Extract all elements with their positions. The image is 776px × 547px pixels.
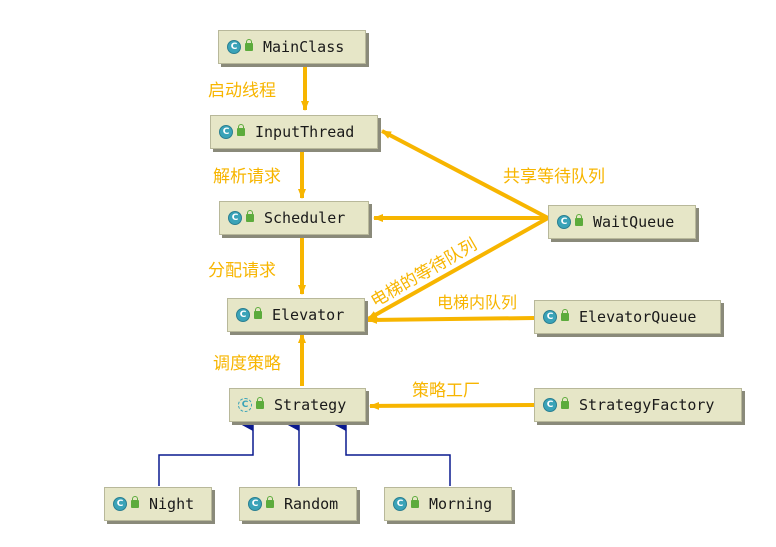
edge-label-shared-wait-queue: 共享等待队列 [503, 167, 605, 187]
edge-night-strategy [158, 417, 254, 486]
edge-label-dispatch-request: 分配请求 [208, 261, 276, 281]
class-icon: C [236, 308, 250, 322]
class-name: Scheduler [264, 209, 346, 227]
class-icon: C [228, 211, 242, 225]
edge-label-parse-request: 解析请求 [213, 167, 281, 187]
class-icon: C [393, 497, 407, 511]
class-icon: C [557, 215, 571, 229]
public-lock-icon [561, 397, 569, 409]
class-node-scheduler[interactable]: C Scheduler [219, 201, 369, 235]
edge-label-schedule-strategy: 调度策略 [213, 354, 281, 374]
class-node-elevatorqueue[interactable]: C ElevatorQueue [534, 300, 721, 334]
public-lock-icon [411, 496, 419, 508]
public-lock-icon [561, 309, 569, 321]
class-node-mainclass[interactable]: C MainClass [218, 30, 366, 64]
class-node-strategy[interactable]: C Strategy [229, 388, 366, 422]
class-name: StrategyFactory [579, 396, 715, 414]
public-lock-icon [131, 496, 139, 508]
class-name: ElevatorQueue [579, 308, 697, 326]
edge-morning-strategy [333, 417, 451, 486]
class-name: Elevator [272, 306, 345, 324]
edge-label-strategy-factory: 策略工厂 [412, 381, 480, 401]
class-name: Strategy [274, 396, 347, 414]
public-lock-icon [575, 214, 583, 226]
class-icon: C [543, 398, 557, 412]
edge-strategyfactory-strategy [369, 401, 535, 410]
public-lock-icon [266, 496, 274, 508]
class-node-inputthread[interactable]: C InputThread [210, 115, 378, 149]
public-lock-icon [237, 124, 245, 136]
abstract-class-icon: C [238, 398, 252, 412]
class-node-night[interactable]: C Night [104, 487, 212, 521]
edge-waitqueue-inputthread [381, 129, 549, 220]
class-icon: C [248, 497, 262, 511]
class-name: WaitQueue [593, 213, 675, 231]
edge-waitqueue-elevator [367, 216, 549, 321]
class-icon: C [543, 310, 557, 324]
class-node-random[interactable]: C Random [239, 487, 357, 521]
public-lock-icon [256, 397, 264, 409]
class-name: InputThread [255, 123, 355, 141]
class-node-elevator[interactable]: C Elevator [227, 298, 365, 332]
class-name: Morning [429, 495, 493, 513]
class-name: MainClass [263, 38, 345, 56]
class-node-morning[interactable]: C Morning [384, 487, 512, 521]
public-lock-icon [254, 307, 262, 319]
edge-elevatorqueue-elevator [367, 315, 535, 324]
class-name: Night [149, 495, 195, 513]
edge-label-elevator-inner-queue: 电梯内队列 [437, 293, 518, 312]
public-lock-icon [245, 39, 253, 51]
class-icon: C [227, 40, 241, 54]
edge-label-start-thread: 启动线程 [208, 81, 276, 101]
class-icon: C [113, 497, 127, 511]
class-name: Random [284, 495, 339, 513]
public-lock-icon [246, 210, 254, 222]
class-node-strategyfactory[interactable]: C StrategyFactory [534, 388, 742, 422]
class-icon: C [219, 125, 233, 139]
class-node-waitqueue[interactable]: C WaitQueue [548, 205, 696, 239]
